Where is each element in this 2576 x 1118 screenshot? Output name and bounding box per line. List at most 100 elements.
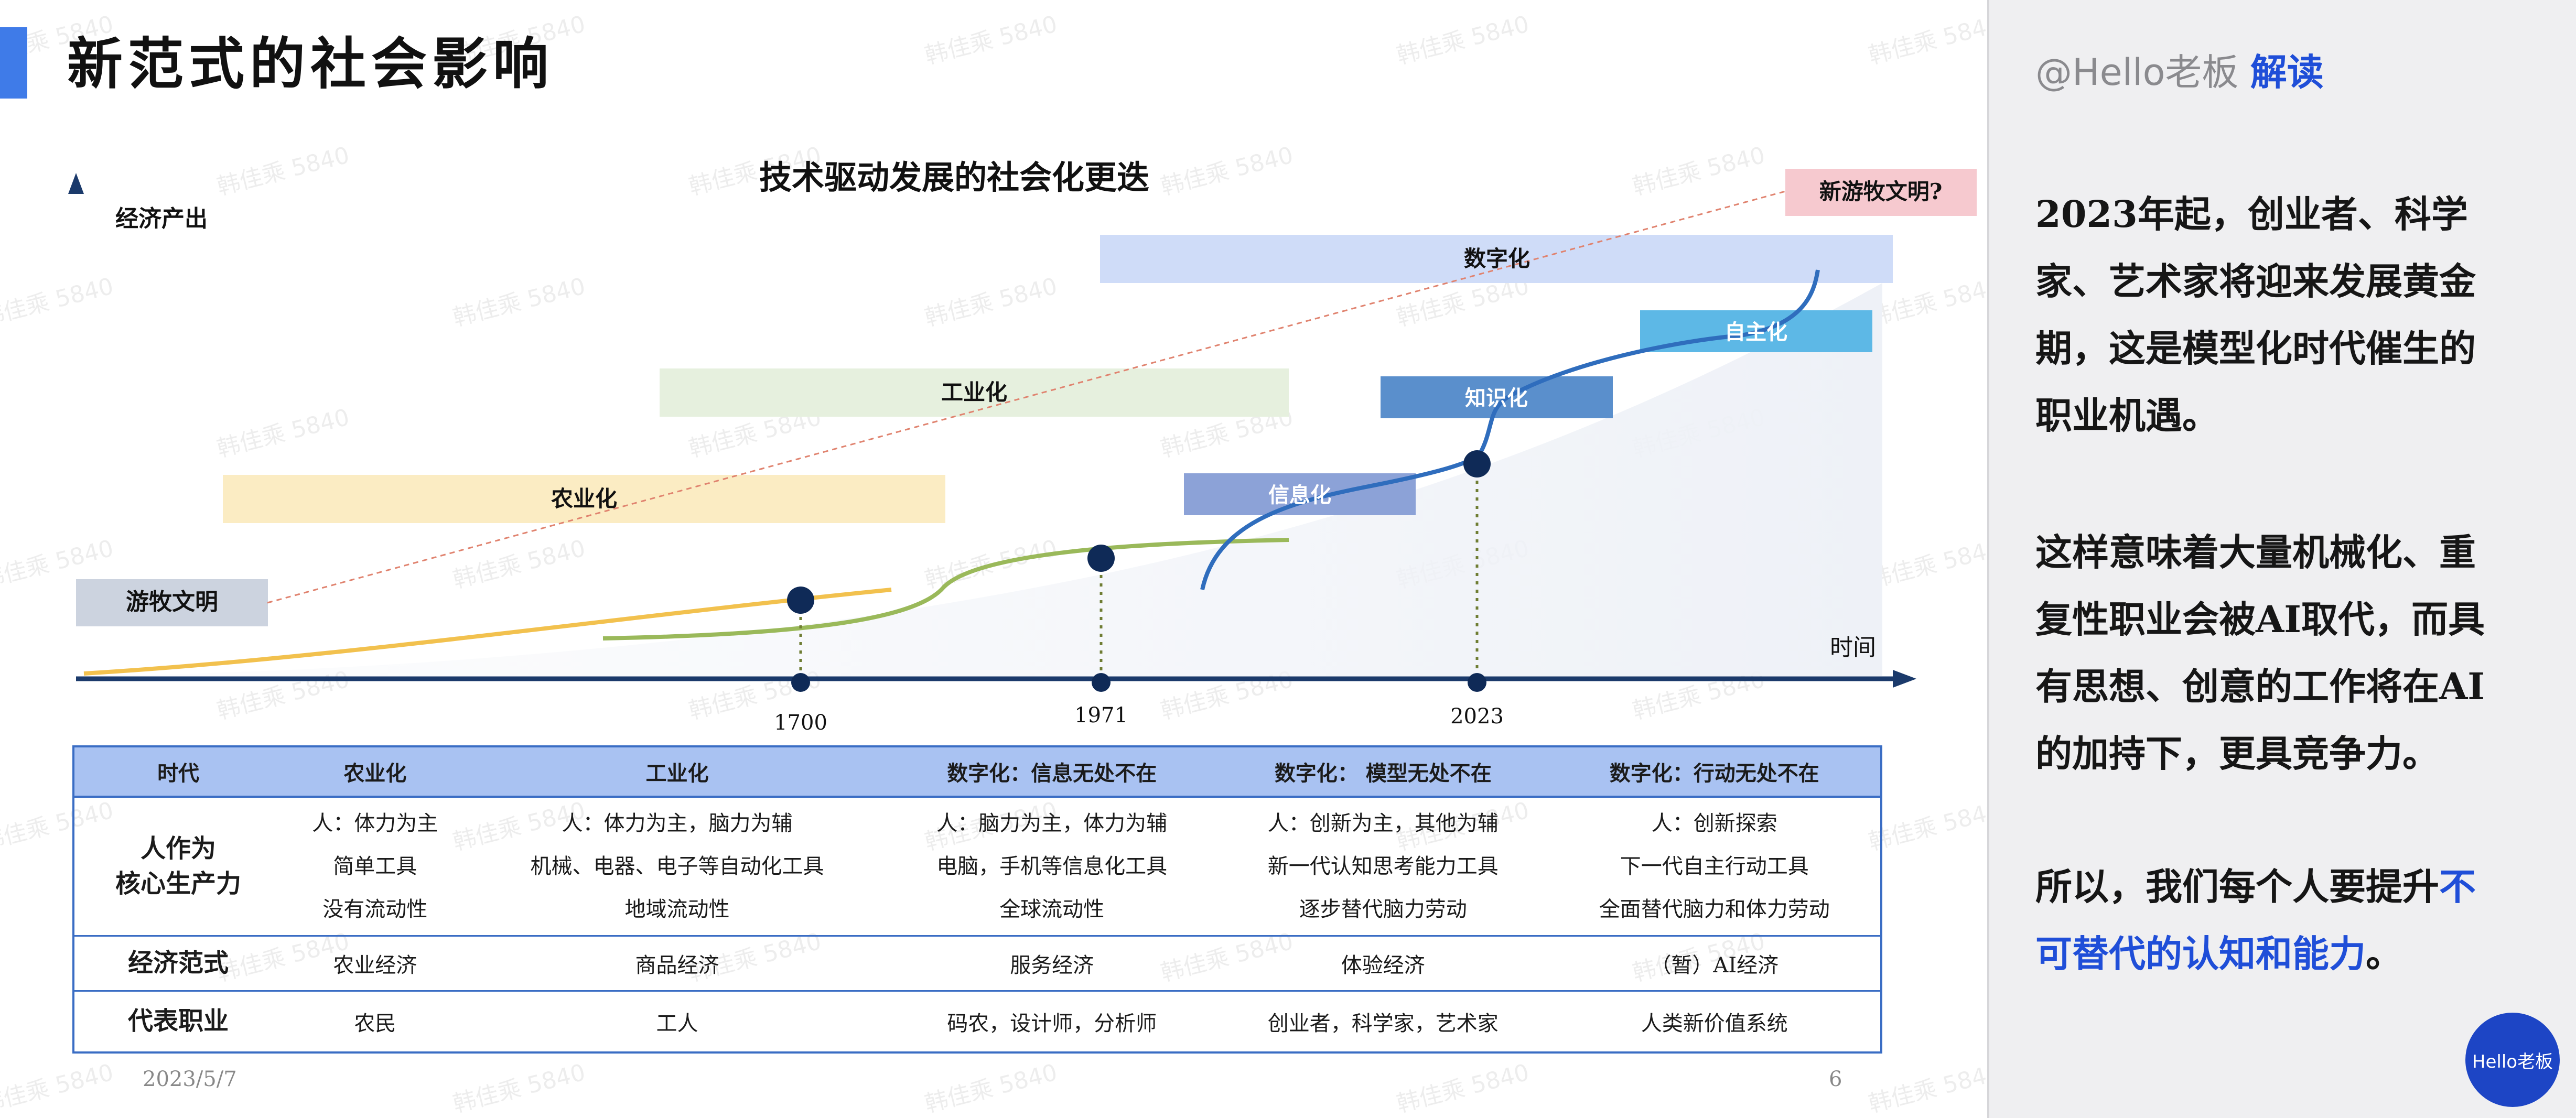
band-label-information: 信息化: [1268, 483, 1331, 507]
curve-dot-1971: [1087, 545, 1115, 572]
row-label-productivity: 人作为 核心生产力: [73, 797, 282, 936]
slide-date: 2023/5/7: [143, 1067, 237, 1091]
cell-line: 新一代认知思考能力工具: [1267, 854, 1499, 878]
paragraph-text: 所以，我们每个人要提升: [2035, 865, 2439, 908]
cell-line: 电脑，手机等信息化工具: [936, 854, 1168, 878]
watermark-text: 韩佳乘 5840: [0, 1059, 116, 1118]
table-cell: 码农，设计师，分析师: [947, 1012, 1157, 1036]
page-number: 6: [1829, 1067, 1842, 1091]
watermark-text: 韩佳乘 5840: [1394, 1059, 1532, 1118]
cell-line: 机械、电器、电子等自动化工具: [530, 854, 824, 878]
cell-line: 简单工具: [333, 854, 417, 878]
table-header-cell: 数字化：信息无处不在: [886, 746, 1217, 798]
cell-line: 人：体力为主: [312, 811, 438, 835]
table-row-career: 代表职业 农民 工人 码农，设计师，分析师 创业者，科学家，艺术家 人类新价值系…: [73, 991, 1881, 1053]
band-label-digital: 数字化: [1464, 246, 1530, 272]
curve-dot-1700: [787, 587, 814, 614]
commentary-paragraph-2: 这样意味着大量机械化、重复性职业会被AI取代，而具有思想、创意的工作将在AI的加…: [2035, 530, 2485, 775]
table-cell: 人：体力为主，脑力为辅 机械、电器、电子等自动化工具 地域流动性: [468, 797, 887, 936]
band-digital: [1100, 235, 1893, 283]
table-cell: 商品经济: [635, 953, 719, 978]
watermark-text: 韩佳乘 5840: [450, 1059, 588, 1118]
band-label-agriculture: 农业化: [551, 486, 617, 512]
hello-boss-logo: Hello老板: [2465, 1013, 2560, 1107]
diagram-title: 技术驱动发展的社会化更迭: [759, 158, 1149, 197]
cell-line: 人：体力为主，脑力为辅: [562, 811, 793, 835]
title-accent-bar: [0, 27, 27, 99]
table-cell: 人：体力为主 简单工具 没有流动性: [282, 797, 468, 936]
timeline-diagram: 技术驱动发展的社会化更迭 经济产出 时间 数字化 工业化 农业化 信息化 知识化…: [68, 158, 1977, 735]
y-axis-arrow: [68, 173, 84, 194]
band-label-knowledge: 知识化: [1465, 386, 1528, 410]
band-future: [1785, 169, 1977, 216]
band-information: [1184, 473, 1416, 515]
band-label-industry: 工业化: [941, 379, 1007, 405]
commentary-paragraph-1: 2023年起，创业者、科学家、艺术家将迎来发展黄金期，这是模型化时代催生的职业机…: [2035, 192, 2476, 437]
table-cell: 创业者，科学家，艺术家: [1267, 1012, 1499, 1036]
growth-area: [79, 283, 1882, 676]
table-cell: 农业经济: [333, 953, 417, 978]
byline-handle: @Hello老板: [2035, 51, 2239, 94]
row-label-career: 代表职业: [127, 1006, 229, 1036]
year-label-2023: 2023: [1450, 704, 1504, 729]
era-comparison-table: 时代 农业化 工业化 数字化：信息无处不在 数字化： 模型无处不在 数字化：行动…: [72, 745, 1882, 1054]
table-cell: 服务经济: [1010, 953, 1094, 978]
cell-line: 逐步替代脑力劳动: [1299, 897, 1467, 921]
watermark-text: 韩佳乘 5840: [1866, 1059, 1987, 1118]
table-cell: 体验经济: [1341, 953, 1425, 978]
table-header-cell: 时代: [73, 746, 282, 798]
paragraph-end: 。: [2366, 932, 2402, 975]
band-label-autonomy: 自主化: [1724, 320, 1787, 344]
table-cell: 人类新价值系统: [1641, 1012, 1788, 1036]
byline-tag: 解读: [2250, 51, 2324, 94]
table-row-economy: 经济范式 农业经济 商品经济 服务经济 体验经济 （暂）AI经济: [73, 936, 1881, 991]
cell-line: 人：创新探索: [1651, 811, 1777, 835]
table-header-cell: 数字化：行动无处不在: [1548, 746, 1881, 798]
cell-line: 人：创新为主，其他为辅: [1267, 811, 1499, 835]
x-axis-arrow: [1893, 670, 1916, 688]
cell-line: 全面替代脑力和体力劳动: [1599, 897, 1830, 921]
curve-digital: [1200, 269, 1820, 590]
band-label-future: 新游牧文明?: [1819, 179, 1943, 204]
axis-dot-2023: [1468, 673, 1486, 692]
commentary-paragraph-3: 所以，我们每个人要提升不可替代的认知和能力。: [2035, 853, 2507, 987]
curve-dot-2023: [1463, 450, 1491, 477]
watermark-text: 韩佳乘 5840: [1866, 797, 1987, 856]
cell-line: 人：脑力为主，体力为辅: [936, 811, 1168, 835]
y-axis-label: 经济产出: [115, 205, 208, 232]
curve-industry: [602, 538, 1289, 641]
table-row-productivity: 人作为 核心生产力 人：体力为主 简单工具 没有流动性 人：体力为主，脑力为辅 …: [73, 797, 1881, 936]
byline: @Hello老板 解读: [2035, 43, 2324, 96]
x-axis-label: 时间: [1830, 634, 1876, 661]
band-agriculture: [223, 475, 945, 523]
trend-dashed-line: [267, 190, 1786, 604]
table-cell: 人：创新探索 下一代自主行动工具 全面替代脑力和体力劳动: [1549, 797, 1881, 936]
page-title: 新范式的社会影响: [67, 31, 554, 96]
table-header-cell: 数字化： 模型无处不在: [1217, 746, 1549, 798]
cell-line: 下一代自主行动工具: [1620, 854, 1809, 878]
band-label-nomad: 游牧文明: [126, 589, 218, 615]
table-cell: 农民: [354, 1012, 396, 1036]
cell-line: 没有流动性: [322, 897, 428, 921]
year-label-1971: 1971: [1074, 703, 1128, 728]
table-cell: 人：创新为主，其他为辅 新一代认知思考能力工具 逐步替代脑力劳动: [1217, 797, 1549, 936]
curve-agriculture: [83, 588, 892, 676]
table-header-cell: 工业化: [468, 746, 887, 798]
table-cell: 人：脑力为主，体力为辅 电脑，手机等信息化工具 全球流动性: [886, 797, 1217, 936]
year-label-1700: 1700: [774, 711, 827, 735]
row-label-line: 人作为: [140, 833, 216, 863]
cell-line: 地域流动性: [624, 897, 730, 921]
table-cell: （暂）AI经济: [1650, 953, 1779, 978]
band-industry: [660, 368, 1289, 417]
row-label-line: 核心生产力: [115, 869, 241, 898]
watermark-text: 韩佳乘 5840: [922, 1059, 1060, 1118]
table-header-cell: 农业化: [282, 746, 468, 798]
table-cell: 工人: [656, 1012, 698, 1036]
table-header-row: 时代 农业化 工业化 数字化：信息无处不在 数字化： 模型无处不在 数字化：行动…: [73, 746, 1881, 798]
highlight-text: 不可替代的认知和能力: [2035, 865, 2476, 975]
band-nomad: [76, 579, 268, 626]
axis-dot-1700: [791, 673, 810, 692]
cell-line: 全球流动性: [999, 897, 1105, 921]
commentary-panel: @Hello老板 解读 2023年起，创业者、科学家、艺术家将迎来发展黄金期，这…: [1987, 0, 2576, 1118]
axis-dot-1971: [1092, 673, 1111, 692]
